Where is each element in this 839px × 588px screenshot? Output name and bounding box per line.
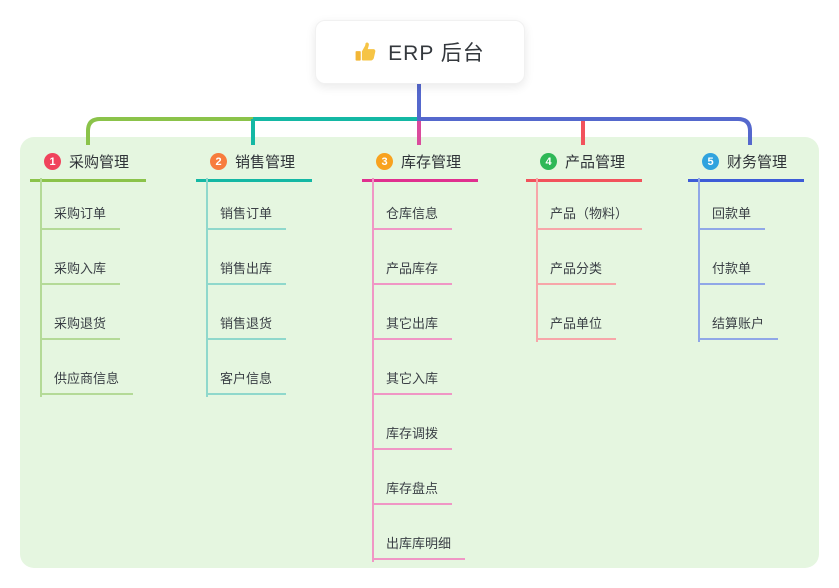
mindmap-child-node[interactable]: 销售订单 (206, 205, 287, 230)
branch-title-inventory[interactable]: 3 库存管理 (362, 151, 478, 182)
branch-title-product[interactable]: 4 产品管理 (526, 151, 642, 182)
mindmap-child-node[interactable]: 采购订单 (40, 205, 121, 230)
root-node[interactable]: ERP 后台 (315, 20, 525, 84)
branch-connector-line (536, 178, 538, 342)
mindmap-child-node[interactable]: 出库库明细 (372, 535, 466, 560)
branch-title-label: 销售管理 (235, 154, 296, 171)
mindmap-child-node[interactable]: 产品分类 (536, 260, 617, 285)
branch-title-label: 产品管理 (565, 154, 626, 171)
root-title: ERP 后台 (388, 42, 485, 65)
mindmap-child-node[interactable]: 客户信息 (206, 370, 287, 395)
thumbs-up-icon (355, 41, 376, 61)
branch-connector-line (698, 178, 700, 342)
badge-2: 2 (210, 153, 227, 170)
mindmap-panel: 1 采购管理 采购订单采购入库采购退货供应商信息 2 销售管理 销售订单销售出库… (20, 137, 819, 568)
mindmap-child-node[interactable]: 产品库存 (372, 260, 453, 285)
mindmap-child-node[interactable]: 库存盘点 (372, 480, 453, 505)
mindmap-child-node[interactable]: 供应商信息 (40, 370, 134, 395)
mindmap-child-node[interactable]: 回款单 (698, 205, 766, 230)
branch-title-finance[interactable]: 5 财务管理 (688, 151, 804, 182)
mindmap-child-node[interactable]: 结算账户 (698, 315, 779, 340)
mindmap-child-node[interactable]: 库存调拨 (372, 425, 453, 450)
mindmap-child-node[interactable]: 仓库信息 (372, 205, 453, 230)
branch-title-label: 库存管理 (401, 154, 462, 171)
badge-1: 1 (44, 153, 61, 170)
badge-5: 5 (702, 153, 719, 170)
mindmap-child-node[interactable]: 销售退货 (206, 315, 287, 340)
mindmap-child-node[interactable]: 其它入库 (372, 370, 453, 395)
branch-connector-line (206, 178, 208, 397)
mindmap-child-node[interactable]: 付款单 (698, 260, 766, 285)
branch-connector-line (40, 178, 42, 397)
badge-4: 4 (540, 153, 557, 170)
mindmap-child-node[interactable]: 采购入库 (40, 260, 121, 285)
mindmap-child-node[interactable]: 其它出库 (372, 315, 453, 340)
branch-title-label: 财务管理 (727, 154, 788, 171)
branch-connector-line (372, 178, 374, 562)
mindmap-child-node[interactable]: 销售出库 (206, 260, 287, 285)
mindmap-child-node[interactable]: 产品单位 (536, 315, 617, 340)
mindmap-child-node[interactable]: 采购退货 (40, 315, 121, 340)
mindmap-child-node[interactable]: 产品（物料） (536, 205, 643, 230)
branch-title-sales[interactable]: 2 销售管理 (196, 151, 312, 182)
branch-title-label: 采购管理 (69, 154, 130, 171)
connector-branch5 (417, 80, 752, 145)
branch-title-purchase[interactable]: 1 采购管理 (30, 151, 146, 182)
badge-3: 3 (376, 153, 393, 170)
